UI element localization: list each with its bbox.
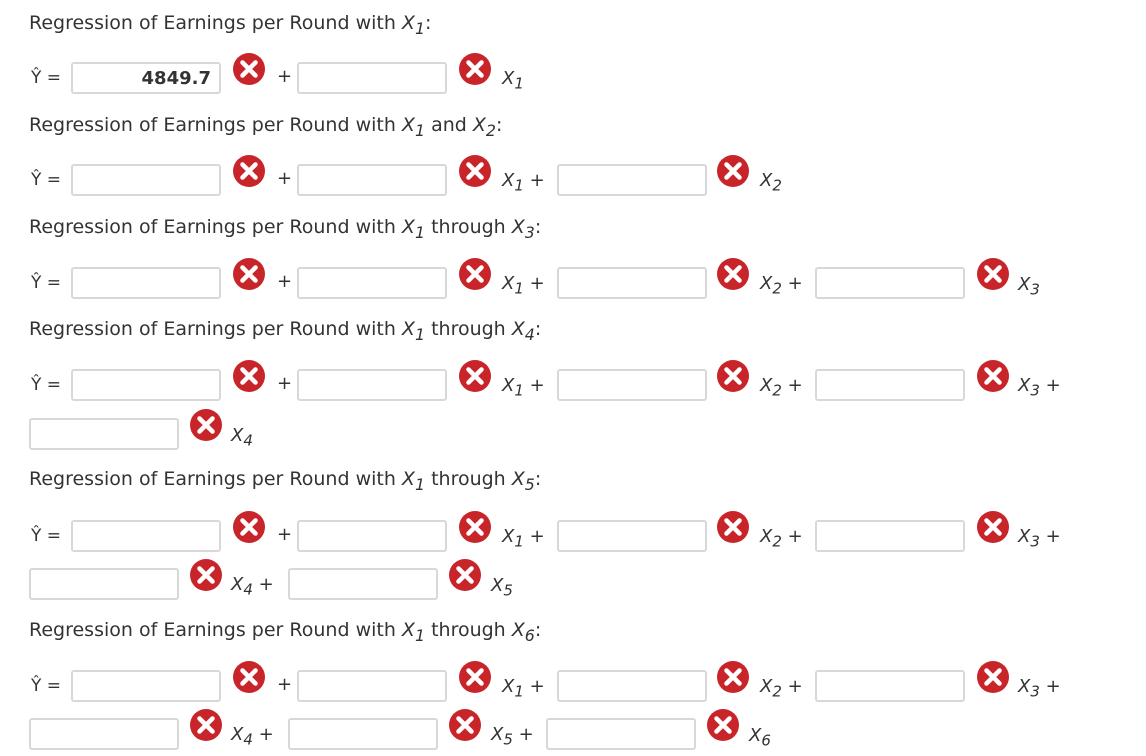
answer-input[interactable]: [297, 369, 447, 401]
incorrect-icon: [977, 661, 1009, 693]
answer-input[interactable]: [297, 62, 447, 94]
answer-input[interactable]: [815, 670, 965, 702]
y-hat-label: Ŷ =: [31, 170, 62, 190]
answer-input[interactable]: [29, 718, 179, 750]
x6-term-label: X6: [749, 725, 771, 750]
answer-input[interactable]: [297, 267, 447, 299]
x3-term-label: X3: [1018, 274, 1040, 299]
incorrect-icon: [459, 155, 491, 187]
incorrect-icon: [449, 709, 481, 741]
plus-sign: +: [277, 524, 293, 545]
x2-term-label: X2: [760, 170, 782, 195]
y-hat-label: Ŷ =: [31, 68, 62, 88]
x3-term-label: X3 +: [1018, 375, 1061, 400]
incorrect-icon: [977, 258, 1009, 290]
incorrect-icon: [233, 258, 265, 290]
section-heading: Regression of Earnings per Round with X1…: [29, 216, 542, 242]
incorrect-icon: [707, 709, 739, 741]
incorrect-icon: [717, 155, 749, 187]
section-heading: Regression of Earnings per Round with X1…: [29, 12, 432, 38]
answer-input[interactable]: [546, 718, 696, 750]
incorrect-icon: [459, 258, 491, 290]
x1-term-label: X1: [502, 68, 524, 93]
y-hat-label: Ŷ =: [31, 375, 62, 395]
incorrect-icon: [233, 155, 265, 187]
incorrect-icon: [459, 511, 491, 543]
x3-term-label: X3 +: [1018, 676, 1061, 701]
incorrect-icon: [190, 559, 222, 591]
answer-input[interactable]: [557, 670, 707, 702]
plus-sign: +: [277, 271, 293, 292]
incorrect-icon: [717, 661, 749, 693]
y-hat-label: Ŷ =: [31, 676, 62, 696]
incorrect-icon: [190, 409, 222, 441]
section-heading: Regression of Earnings per Round with X1…: [29, 619, 542, 645]
x3-term-label: X3 +: [1018, 526, 1061, 551]
incorrect-icon: [233, 511, 265, 543]
answer-input[interactable]: [71, 164, 221, 196]
incorrect-icon: [459, 360, 491, 392]
answer-input[interactable]: [815, 369, 965, 401]
x1-term-label: X1 +: [502, 273, 545, 298]
x2-term-label: X2 +: [760, 375, 803, 400]
plus-sign: +: [277, 373, 293, 394]
x1-term-label: X1 +: [502, 375, 545, 400]
answer-input[interactable]: [557, 164, 707, 196]
x5-term-label: X5: [491, 575, 513, 600]
answer-input[interactable]: [71, 62, 221, 94]
y-hat-label: Ŷ =: [31, 526, 62, 546]
answer-input[interactable]: [557, 520, 707, 552]
plus-sign: +: [277, 66, 293, 87]
x4-term-label: X4: [231, 425, 253, 450]
answer-input[interactable]: [297, 164, 447, 196]
section-heading: Regression of Earnings per Round with X1…: [29, 114, 503, 140]
incorrect-icon: [190, 709, 222, 741]
incorrect-icon: [233, 53, 265, 85]
answer-input[interactable]: [297, 670, 447, 702]
x1-term-label: X1 +: [502, 170, 545, 195]
section-heading: Regression of Earnings per Round with X1…: [29, 468, 542, 494]
answer-input[interactable]: [815, 520, 965, 552]
section-heading: Regression of Earnings per Round with X1…: [29, 318, 542, 344]
incorrect-icon: [717, 360, 749, 392]
answer-input[interactable]: [288, 568, 438, 600]
y-hat-label: Ŷ =: [31, 273, 62, 293]
answer-input[interactable]: [297, 520, 447, 552]
x1-term-label: X1 +: [502, 526, 545, 551]
x2-term-label: X2 +: [760, 273, 803, 298]
incorrect-icon: [233, 360, 265, 392]
incorrect-icon: [459, 661, 491, 693]
incorrect-icon: [977, 511, 1009, 543]
plus-sign: +: [277, 168, 293, 189]
incorrect-icon: [459, 53, 491, 85]
incorrect-icon: [717, 511, 749, 543]
x4-term-label: X4 +: [231, 574, 274, 599]
x2-term-label: X2 +: [760, 526, 803, 551]
x5-term-label: X5 +: [491, 724, 534, 749]
x1-term-label: X1 +: [502, 676, 545, 701]
answer-input[interactable]: [29, 568, 179, 600]
x2-term-label: X2 +: [760, 676, 803, 701]
plus-sign: +: [277, 674, 293, 695]
answer-input[interactable]: [288, 718, 438, 750]
answer-input[interactable]: [71, 267, 221, 299]
heading-variable: X1: [401, 12, 426, 38]
answer-input[interactable]: [557, 369, 707, 401]
answer-input[interactable]: [71, 670, 221, 702]
answer-input[interactable]: [557, 267, 707, 299]
answer-input[interactable]: [29, 418, 179, 450]
x4-term-label: X4 +: [231, 724, 274, 749]
answer-input[interactable]: [71, 520, 221, 552]
incorrect-icon: [717, 258, 749, 290]
answer-input[interactable]: [815, 267, 965, 299]
incorrect-icon: [449, 559, 481, 591]
incorrect-icon: [977, 360, 1009, 392]
answer-input[interactable]: [71, 369, 221, 401]
incorrect-icon: [233, 661, 265, 693]
